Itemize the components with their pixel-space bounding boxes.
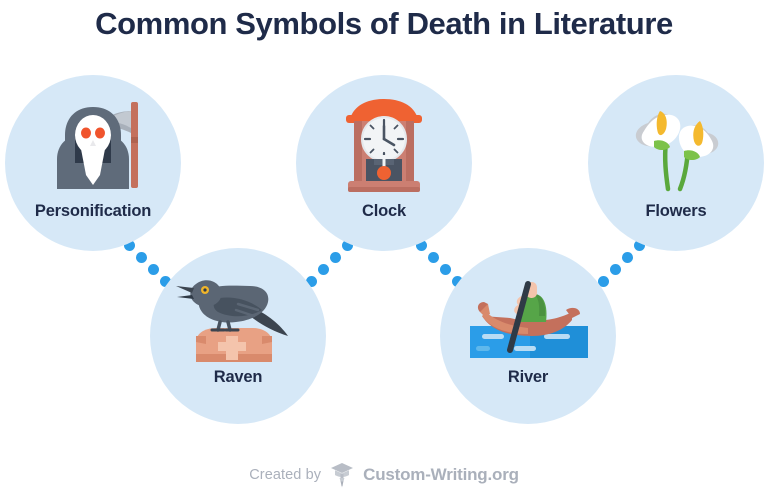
grandfather-clock-icon [296,97,472,197]
node-clock[interactable]: Clock [296,75,472,251]
connector-dot [148,264,159,275]
node-label: Clock [362,202,406,220]
node-raven[interactable]: Raven [150,248,326,424]
footer-credit: Created by Custom-Writing.org [0,462,768,488]
node-label: Flowers [645,202,707,220]
graduation-cap-pen-logo-icon [330,462,354,488]
node-label: Personification [34,202,152,220]
ferryman-boat-icon [440,266,616,366]
connector-dot [124,240,135,251]
connector-dot [428,252,439,263]
node-river[interactable]: River [440,248,616,424]
connector-dot [160,276,171,287]
connector-dot [634,240,645,251]
calla-lily-flowers-icon [588,97,764,197]
connector-dot [318,264,329,275]
connector-dot [136,252,147,263]
connector-dot [342,240,353,251]
node-flowers[interactable]: Flowers [588,75,764,251]
grim-reaper-icon [5,97,181,197]
footer-brand-text: Custom-Writing.org [363,465,519,484]
connector-dot [330,252,341,263]
node-personification[interactable]: Personification [5,75,181,251]
connector-dot [610,264,621,275]
node-label: Raven [213,368,263,386]
node-label: River [507,368,549,386]
connector-dot [440,264,451,275]
connector-dot [416,240,427,251]
raven-on-gravestone-icon [150,266,326,366]
footer-created-by-text: Created by [249,467,322,483]
connector-dot [622,252,633,263]
connector-dot [598,276,609,287]
page-title: Common Symbols of Death in Literature [95,6,673,41]
connector-dot [306,276,317,287]
